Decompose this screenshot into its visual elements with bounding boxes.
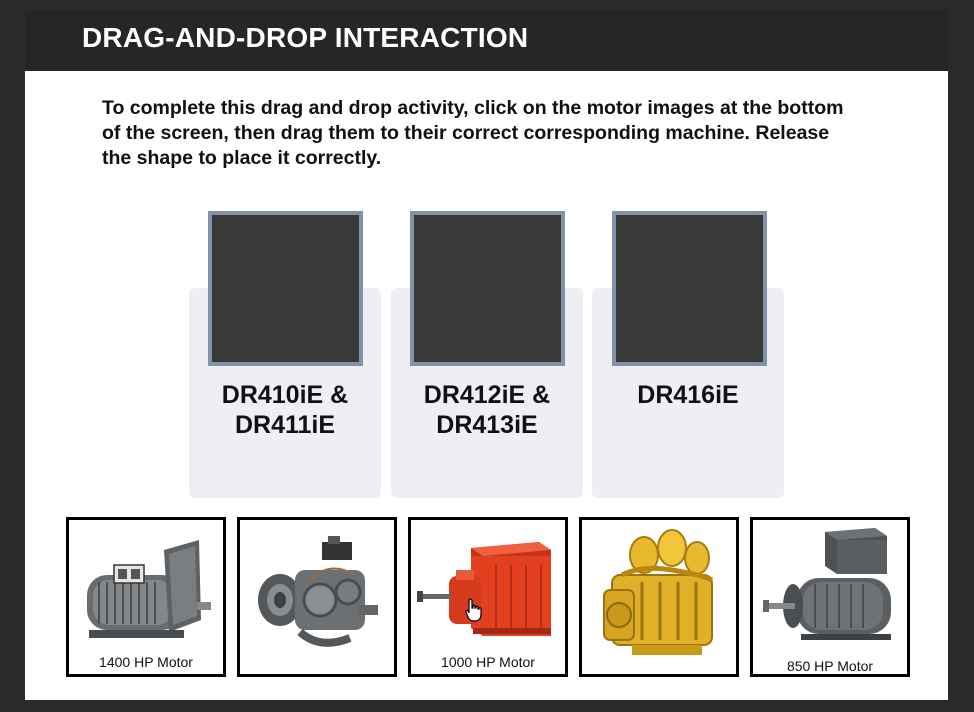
- red-electric-motor-icon: [417, 542, 551, 636]
- header-bar: DRAG-AND-DROP INTERACTION: [25, 10, 948, 71]
- instructions-text: To complete this drag and drop activity,…: [102, 97, 844, 169]
- activity-frame: DRAG-AND-DROP INTERACTION To complete th…: [25, 10, 948, 700]
- gray-turbo-engine-icon: [258, 536, 378, 647]
- drop-target-dr412-dr413[interactable]: [410, 211, 565, 366]
- drop-target-dr416[interactable]: [612, 211, 767, 366]
- drop-target-dr410-dr411[interactable]: [208, 211, 363, 366]
- motor-tile-1400hp[interactable]: 1400 HP Motor: [66, 517, 226, 677]
- gray-large-motor-icon: [763, 528, 891, 640]
- machine-label-dr410-dr411: DR410iE & DR411iE: [189, 380, 381, 440]
- machine-label-line2: DR413iE: [436, 411, 538, 439]
- machine-label-line2: DR411iE: [234, 411, 336, 439]
- motor-label: 1000 HP Motor: [441, 654, 535, 670]
- motor-tile-diesel-engine[interactable]: [579, 517, 739, 677]
- machine-label-dr416: DR416iE: [592, 380, 784, 410]
- motor-label: 850 HP Motor: [786, 658, 874, 674]
- page-title: DRAG-AND-DROP INTERACTION: [82, 22, 529, 53]
- motor-tile-turbo-engine[interactable]: [237, 517, 397, 677]
- motor-tile-1000hp[interactable]: 1000 HP Motor: [408, 517, 568, 677]
- motor-label: 1400 HP Motor: [99, 654, 193, 670]
- machine-label-dr412-dr413: DR412iE & DR413iE: [391, 380, 583, 440]
- machine-label-line1: DR412iE &: [423, 381, 551, 409]
- hand-cursor-icon: [465, 598, 482, 622]
- machine-label-line1: DR410iE &: [221, 381, 349, 409]
- machine-label-line1: DR416iE: [637, 381, 739, 409]
- motor-tile-850hp[interactable]: 850 HP Motor: [750, 517, 910, 677]
- gray-electric-motor-icon: [87, 540, 211, 638]
- yellow-diesel-engine-icon: [603, 529, 714, 655]
